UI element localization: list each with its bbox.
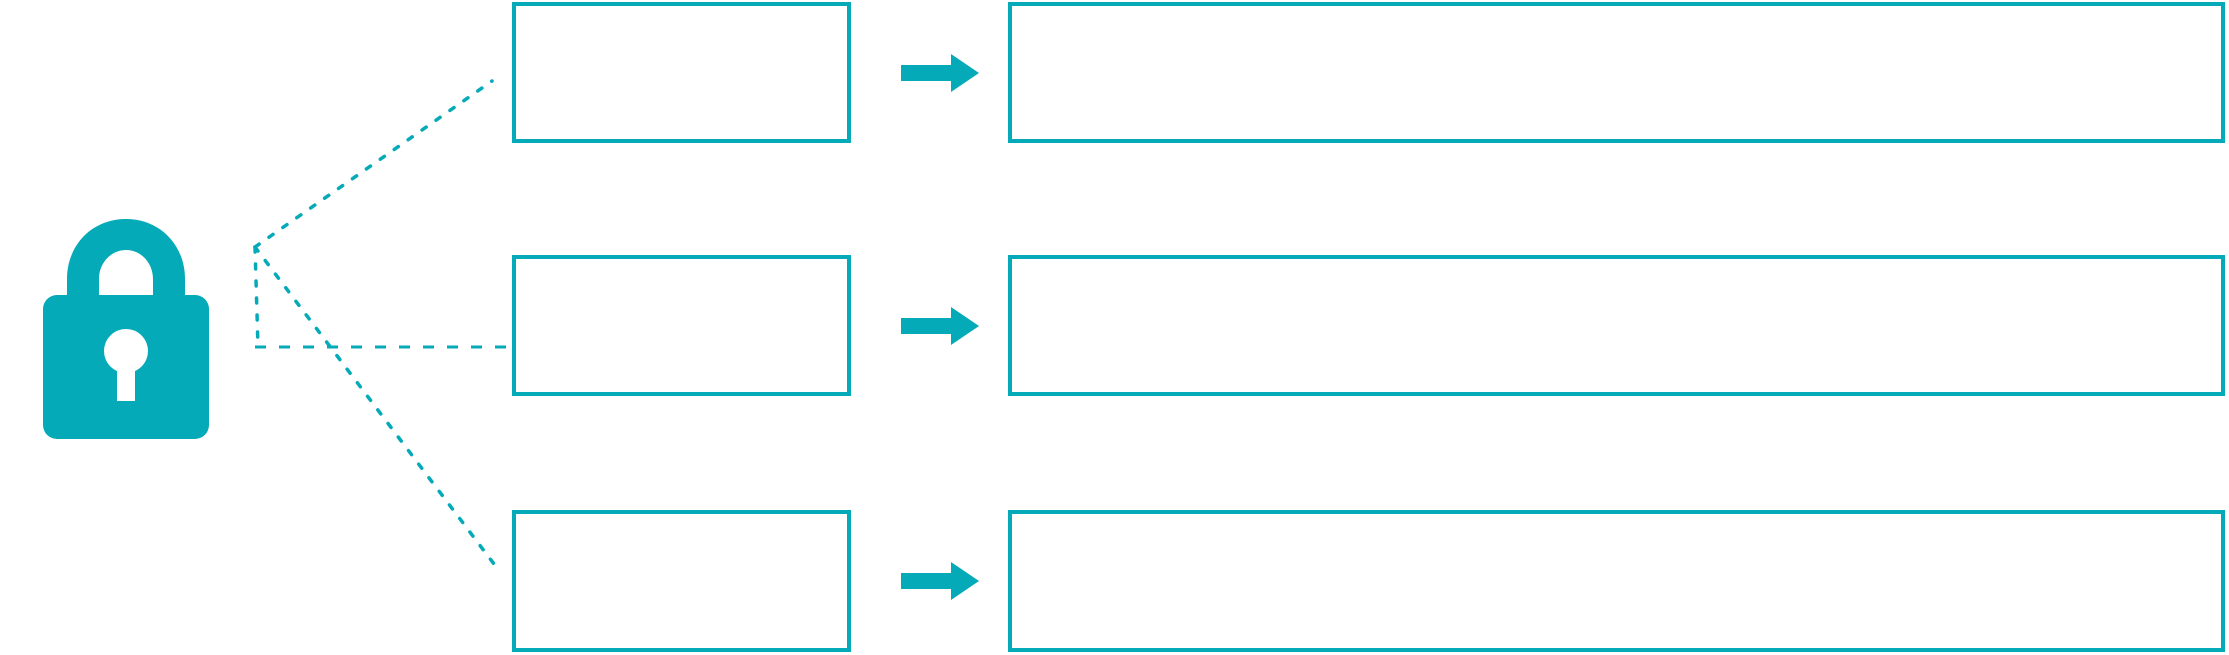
row-3-right-box[interactable] (1008, 510, 2225, 652)
row-1-right-box[interactable] (1008, 2, 2225, 143)
row-2-right-arrow-icon (901, 306, 979, 345)
row-1-left-box[interactable] (512, 2, 851, 143)
row-3-right-arrow-icon (901, 562, 979, 600)
padlock-icon (43, 219, 209, 439)
row-2-right-box[interactable] (1008, 255, 2225, 396)
row-3-left-box[interactable] (512, 510, 851, 652)
diagram-row-2 (0, 255, 2229, 396)
row-2-left-box[interactable] (512, 255, 851, 396)
row-1-right-arrow-icon (901, 53, 979, 92)
diagram-row-1 (0, 2, 2229, 143)
diagram-row-3 (0, 510, 2229, 652)
